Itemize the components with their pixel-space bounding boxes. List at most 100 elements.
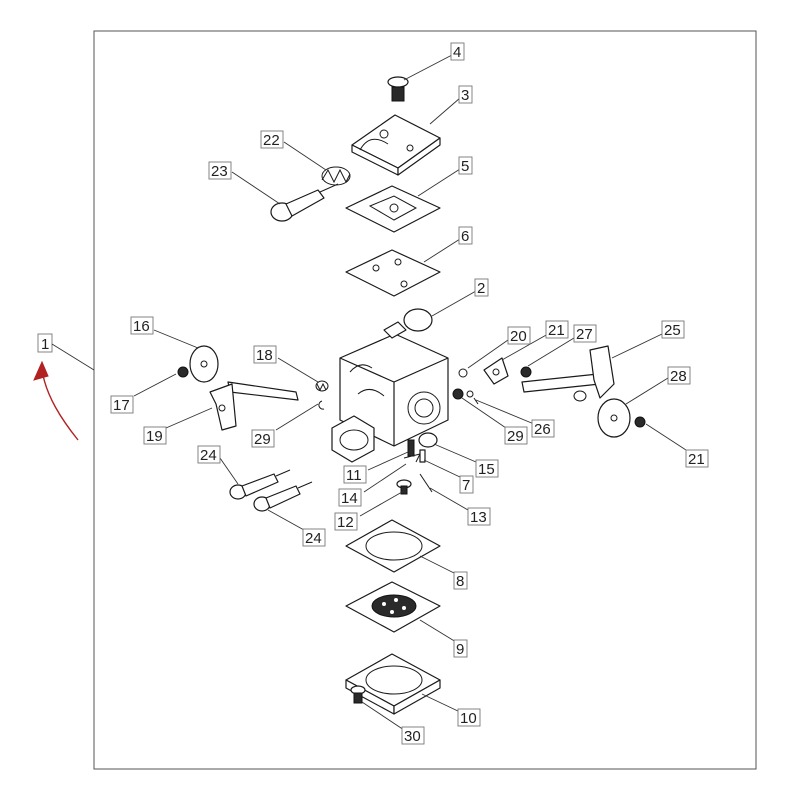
callout-box-2 — [474, 278, 489, 297]
part-cover-3 — [351, 114, 441, 176]
callout-label-12: 12 — [337, 514, 354, 531]
part-throttle-plate-25 — [597, 398, 631, 438]
callout-box-11 — [343, 465, 367, 484]
part-screw-30 — [350, 685, 366, 704]
callout-label-19: 19 — [146, 428, 163, 445]
callout-box-17 — [110, 395, 134, 414]
callout-box-14 — [338, 488, 362, 507]
part-diaphragm-9 — [345, 581, 441, 633]
leader-line-24 — [267, 509, 305, 531]
callout-label-20: 20 — [510, 328, 527, 345]
callout-label-5: 5 — [461, 158, 469, 175]
callout-box-10 — [457, 708, 481, 727]
part-gasket-6 — [345, 249, 441, 297]
leader-line-7 — [423, 459, 463, 479]
part-clip-29-left — [318, 400, 325, 410]
diagram-frame — [93, 30, 757, 770]
leader-line-12 — [359, 491, 403, 517]
leader-line-19 — [165, 407, 213, 429]
callout-label-16: 16 — [133, 318, 150, 335]
leader-line-30 — [361, 701, 405, 731]
callout-box-3 — [458, 85, 473, 104]
leader-line-27 — [527, 337, 575, 367]
part-cap-2 — [403, 308, 433, 332]
callout-box-23 — [208, 161, 232, 180]
callout-box-29 — [504, 426, 528, 445]
callout-label-18: 18 — [256, 347, 273, 364]
callout-label-21: 21 — [688, 451, 705, 468]
callout-box-15 — [475, 459, 499, 478]
callout-label-30: 30 — [404, 728, 421, 745]
callout-label-15: 15 — [478, 461, 495, 478]
callout-box-7 — [459, 475, 474, 494]
callout-label-24: 24 — [305, 530, 322, 547]
callout-label-22: 22 — [263, 132, 280, 149]
leader-line-25 — [611, 333, 663, 359]
part-screw-12 — [396, 479, 412, 495]
callout-box-21 — [545, 320, 569, 339]
leader-line-13 — [429, 487, 469, 511]
part-needle-24-upper — [229, 469, 291, 500]
part-diaphragm-5 — [345, 185, 441, 233]
part-plate-16 — [189, 345, 219, 383]
leader-line-8 — [419, 555, 457, 575]
leader-line-29 — [275, 403, 319, 431]
part-throttle-shaft-27 — [521, 345, 615, 402]
callout-box-24 — [302, 528, 326, 547]
callout-box-29 — [251, 429, 275, 448]
leader-line-22 — [283, 141, 327, 171]
callout-box-21 — [685, 449, 709, 468]
assembly-arrowhead — [33, 360, 49, 381]
callout-label-21: 21 — [548, 322, 565, 339]
callout-label-25: 25 — [664, 322, 681, 339]
part-screw-21-bottom — [634, 416, 646, 428]
leader-line-2 — [431, 290, 477, 317]
part-axle-13 — [419, 473, 433, 493]
leader-line-29 — [461, 397, 507, 429]
leader-line-21 — [645, 423, 687, 451]
callout-box-12 — [334, 512, 358, 531]
callout-box-28 — [667, 366, 691, 385]
callout-box-20 — [507, 326, 531, 345]
callout-box-24 — [197, 445, 221, 464]
callout-box-18 — [253, 345, 277, 364]
callout-label-17: 17 — [113, 397, 130, 414]
leader-line-9 — [419, 619, 457, 643]
leader-line-23 — [231, 171, 281, 205]
callout-label-10: 10 — [460, 710, 477, 727]
leader-lines — [133, 54, 687, 731]
callout-label-23: 23 — [211, 163, 228, 180]
callout-label-9: 9 — [456, 641, 464, 658]
part-clip-29-right — [458, 368, 468, 378]
callout-box-5 — [458, 156, 473, 175]
part-pin-7 — [419, 449, 426, 463]
part-lever-20 — [483, 357, 509, 385]
leader-line-15 — [433, 443, 477, 463]
leader-line-24 — [219, 457, 239, 485]
callout-label-2: 2 — [477, 280, 485, 297]
callout-label-11: 11 — [346, 467, 362, 484]
part-screw-4 — [387, 76, 409, 102]
callout-label-24: 24 — [200, 447, 217, 464]
callout-box-25 — [661, 320, 685, 339]
callout-label-4: 4 — [453, 44, 461, 61]
part-cap-15 — [418, 432, 438, 448]
leader-line-28 — [625, 377, 669, 405]
callout-box-26 — [531, 419, 555, 438]
leader-line-21 — [501, 333, 549, 361]
callout-box-4 — [450, 42, 465, 61]
leader-line-6 — [423, 238, 461, 263]
callout-box-9 — [453, 639, 468, 658]
leader-line-20 — [467, 339, 509, 369]
leader-line-11 — [367, 451, 409, 471]
leader-line-10 — [421, 693, 461, 713]
leader-line-17 — [133, 373, 177, 397]
assembly-callout: 1 — [33, 333, 95, 441]
part-spring-18 — [315, 380, 329, 392]
part-needle-11 — [407, 439, 415, 457]
callout-label-3: 3 — [461, 87, 469, 104]
part-spring-26 — [452, 388, 464, 400]
part-choke-shaft-19 — [209, 381, 299, 431]
part-adjust-screw-23 — [270, 183, 339, 222]
